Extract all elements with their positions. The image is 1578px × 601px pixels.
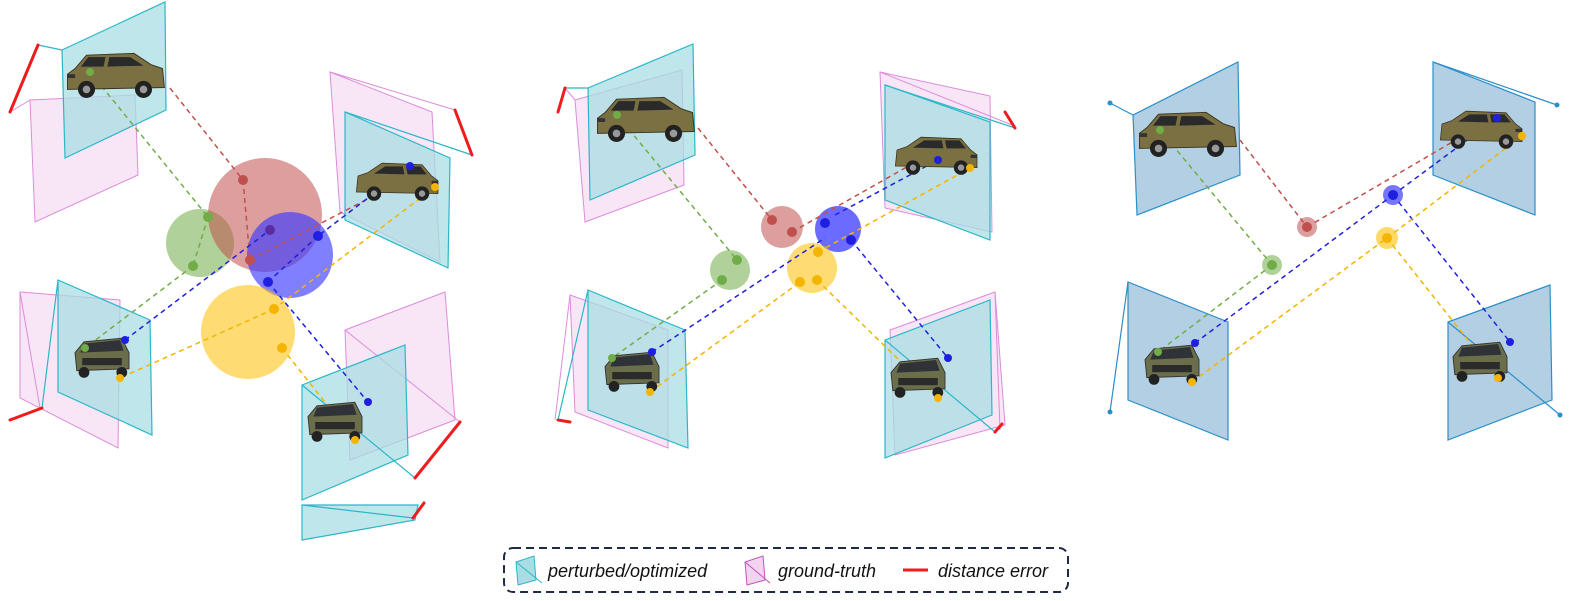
camera-frustum-icon xyxy=(515,555,543,586)
camera-frustum-icon xyxy=(744,555,771,586)
keypoints xyxy=(81,68,439,444)
panel-3 xyxy=(1107,61,1563,441)
perturbed-camera-5 xyxy=(301,504,419,541)
distance-error-lines xyxy=(556,86,1017,434)
correspondence-lines xyxy=(1157,117,1523,383)
legend: perturbed/optimized ground-truth distanc… xyxy=(503,547,1069,593)
distance-error-lines xyxy=(8,43,474,520)
panel-2 xyxy=(554,43,1017,459)
uncertainty-circles xyxy=(710,206,861,293)
camera-centers xyxy=(1107,100,1563,418)
legend-distance-error-label: distance error xyxy=(938,561,1049,581)
correspondence-lines xyxy=(611,114,971,399)
keypoints xyxy=(1154,114,1526,386)
keypoints xyxy=(608,111,974,402)
legend-groundtruth-label: ground-truth xyxy=(778,561,876,581)
legend-perturbed-label: perturbed/optimized xyxy=(547,561,708,581)
panel-1 xyxy=(8,1,474,541)
yellow-circle xyxy=(201,285,295,379)
uncertainty-circles xyxy=(1262,185,1403,275)
